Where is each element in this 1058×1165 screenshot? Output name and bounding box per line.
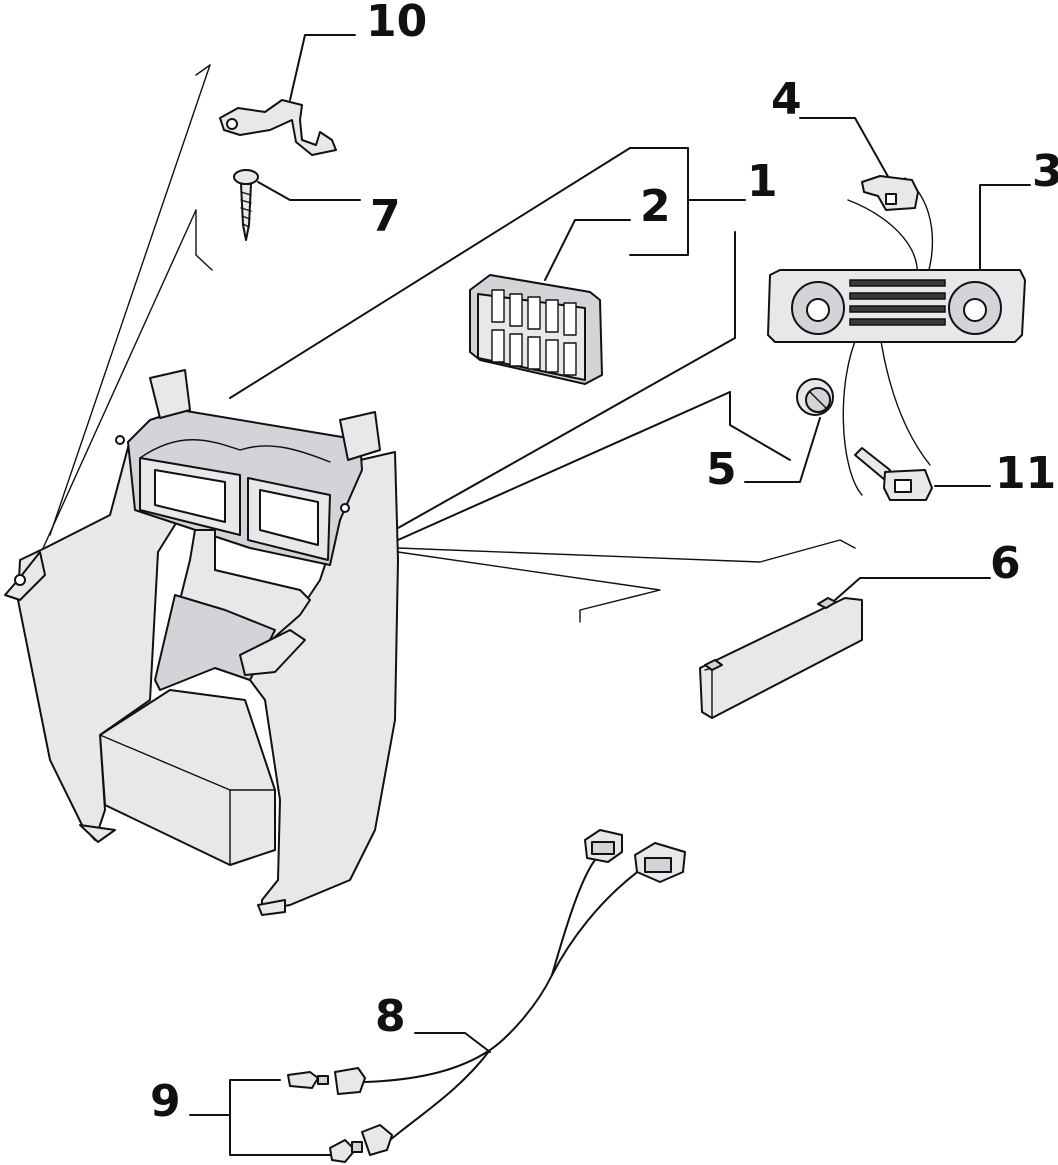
switch-part-4 [861, 175, 919, 211]
callout-3: 3 [1032, 146, 1058, 197]
callout-10: 10 [366, 0, 428, 47]
wiring-harness-part-8 [334, 829, 686, 1156]
callout-9: 9 [150, 1076, 181, 1127]
center-console-main [4, 369, 399, 916]
bulbs-part-9 [287, 1071, 363, 1163]
callout-11: 11 [995, 448, 1057, 499]
cover-plate-part-6 [699, 597, 863, 719]
callout-8: 8 [375, 991, 406, 1042]
callout-7: 7 [370, 191, 401, 242]
control-panel-part-3 [767, 269, 1026, 343]
callout-6: 6 [990, 538, 1021, 589]
connector-part-11 [854, 447, 933, 501]
callout-1: 1 [747, 156, 778, 207]
callout-5: 5 [706, 444, 737, 495]
screw-part-7 [233, 169, 259, 241]
callout-4: 4 [771, 74, 802, 125]
callout-2: 2 [640, 181, 671, 232]
knob-part-5 [796, 378, 834, 416]
bracket-part-10 [219, 99, 337, 156]
leader-lines [39, 34, 1031, 1156]
fuse-box-part-2 [469, 274, 603, 385]
